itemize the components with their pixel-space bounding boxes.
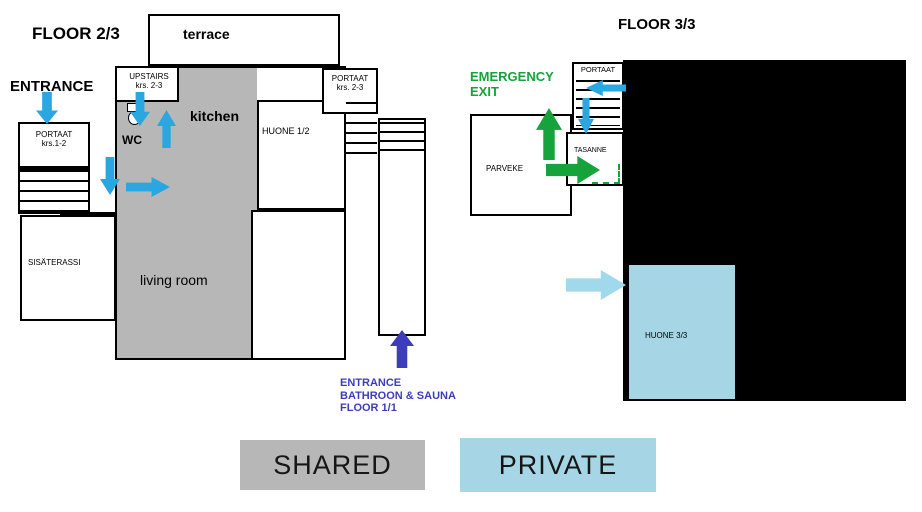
stairs-12 xyxy=(18,168,90,214)
terrace-label: terrace xyxy=(183,26,230,42)
bottom-right-room xyxy=(251,210,346,360)
legend-private-label: PRIVATE xyxy=(498,449,618,480)
right-staircase-treads xyxy=(380,122,424,156)
tasanne-label: TASANNE xyxy=(574,147,607,154)
floor2-title: FLOOR 2/3 xyxy=(32,24,120,43)
sisaterassi-label: SISÄTERASSI xyxy=(28,258,81,267)
legend-private: PRIVATE xyxy=(460,438,656,492)
emergency-exit-label: EMERGENCY EXIT xyxy=(470,69,554,99)
tasanne-room xyxy=(566,132,624,186)
living-room-label: living room xyxy=(140,272,208,288)
parveke-label: PARVEKE xyxy=(486,164,524,173)
huone12-room xyxy=(257,100,346,210)
sauna-entrance-note: ENTRANCE BATHROON & SAUNA FLOOR 1/1 xyxy=(340,377,456,415)
living-room-shared-area xyxy=(117,228,251,358)
portaat-23-label: PORTAAT krs. 2-3 xyxy=(331,74,369,93)
sisaterassi-room xyxy=(20,215,116,321)
stairs-23 xyxy=(346,102,377,156)
portaat-12-label: PORTAAT krs.1-2 xyxy=(35,130,73,149)
huone33-room xyxy=(627,263,737,401)
portaat-12-room xyxy=(18,122,90,168)
huone12-label: HUONE 1/2 xyxy=(262,126,310,136)
upstairs-label: UPSTAIRS krs. 2-3 xyxy=(129,72,169,91)
terrace-room xyxy=(148,14,340,66)
wc-label: WC xyxy=(122,133,142,147)
huone33-entry-arrow-icon xyxy=(566,270,626,300)
portaat-3-label: PORTAAT xyxy=(580,65,616,74)
emergency-path-dashed-line xyxy=(592,164,620,184)
floor3-title: FLOOR 3/3 xyxy=(618,16,696,33)
legend-shared-label: SHARED xyxy=(273,449,392,480)
huone33-label: HUONE 3/3 xyxy=(645,331,688,340)
entrance-arrow-icon xyxy=(36,92,58,124)
legend-shared: SHARED xyxy=(240,440,425,490)
kitchen-label: kitchen xyxy=(190,108,240,124)
upstairs-room xyxy=(117,68,179,102)
entrance-label: ENTRANCE xyxy=(10,78,94,95)
